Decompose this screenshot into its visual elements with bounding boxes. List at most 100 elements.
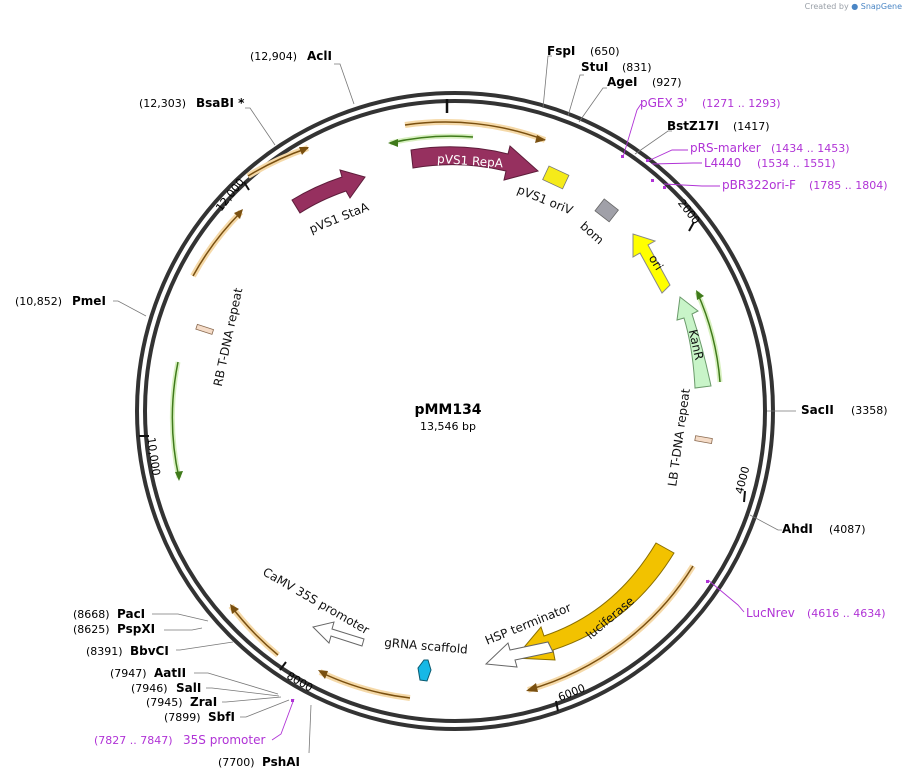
tick-12000-label: 12,000 — [213, 176, 247, 214]
leader-bstz17i — [634, 130, 672, 155]
luciferase-arrow — [513, 542, 675, 661]
pvs1-repa-arrow — [410, 145, 540, 181]
pvs1-oriv-label: pVS1 oriV — [515, 183, 575, 218]
enzyme-name-ahdi: AhdI — [782, 522, 813, 536]
enzyme-name-pshai: PshAI — [262, 755, 300, 769]
leader-lucnrev — [707, 579, 745, 613]
leader-pgex3 — [622, 103, 642, 158]
enzyme-name-sali: SalI — [176, 681, 201, 695]
enzyme-pos-pspxi: (8625) — [73, 623, 110, 636]
leader-pshai — [308, 704, 312, 754]
primer-range-l4440: (1534 .. 1551) — [757, 157, 836, 170]
tick-4000 — [743, 490, 746, 503]
watermark-created-by: Created by — [804, 2, 849, 11]
hsp-terminator-arrow — [484, 641, 554, 668]
enzyme-pos-fspi: (650) — [590, 45, 620, 58]
enzyme-pos-zrai: (7945) — [146, 696, 183, 709]
pvs1-staa-arrow — [291, 169, 366, 214]
enzyme-pos-bbvci: (8391) — [86, 645, 123, 658]
primer-name-prs-marker: pRS-marker — [690, 141, 761, 155]
enzyme-name-acli: AclI — [307, 49, 332, 63]
lb-tdna-label: LB T-DNA repeat — [665, 387, 693, 487]
enzyme-name-pspxi: PspXI — [117, 622, 155, 636]
enzyme-name-sbfi: SbfI — [208, 710, 235, 724]
enzyme-pos-sbfi: (7899) — [164, 711, 201, 724]
orf-arrowhead — [535, 135, 546, 143]
tick-12000 — [243, 181, 250, 191]
primer-name-35s: 35S promoter — [183, 733, 265, 747]
enzyme-pos-paci: (8668) — [73, 608, 110, 621]
backbone-inner — [143, 99, 767, 723]
ori-arrow — [632, 233, 671, 294]
pvs1-repa-label: pVS1 RepA — [437, 152, 505, 171]
plasmid-name: pMM134 — [414, 402, 481, 418]
leader-acli — [334, 63, 355, 105]
primer-range-pbr322ori: (1785 .. 1804) — [809, 179, 888, 192]
leader-ahdi — [749, 514, 782, 531]
tick-4000-label: 4000 — [733, 465, 752, 495]
leader-bsabi — [245, 107, 276, 146]
enzyme-pos-sali: (7946) — [131, 682, 168, 695]
rb-tdna-box — [195, 323, 215, 335]
leader-zrai — [222, 696, 282, 703]
orf-arrowhead — [388, 139, 398, 147]
leader-fspi — [542, 55, 552, 109]
primer-mark-pbr322ori — [663, 186, 666, 189]
primer-name-lucnrev: LucNrev — [746, 606, 795, 620]
orf-arrowhead — [230, 604, 239, 614]
primer-range-35s: (7827 .. 7847) — [94, 734, 173, 747]
grna-scaffold-arrow — [417, 659, 432, 682]
enzyme-pos-ahdi: (4087) — [829, 523, 866, 536]
pvs1-staa-label: pVS1 StaA — [307, 199, 371, 236]
enzyme-pos-stui: (831) — [622, 61, 652, 74]
tick-10000-label: 10,000 — [144, 437, 162, 477]
enzyme-pos-bstz17i: (1417) — [733, 120, 770, 133]
orf-arc — [171, 361, 180, 479]
leader-paci — [152, 613, 209, 622]
enzyme-name-bstz17i: BstZ17I — [667, 119, 719, 133]
enzyme-pos-acli: (12,904) — [250, 50, 297, 63]
orf-arc — [527, 565, 694, 691]
lb-tdna-box — [694, 435, 713, 444]
bom-box — [594, 198, 619, 223]
leader-sali — [206, 687, 280, 697]
leader-pbr322ori — [663, 183, 720, 187]
enzyme-name-fspi: FspI — [547, 44, 575, 58]
enzyme-name-bbvci: BbvCI — [130, 644, 169, 658]
enzyme-pos-pmei: (10,852) — [15, 295, 62, 308]
snapgene-logo: ● — [851, 2, 859, 11]
orf-arrowhead — [318, 670, 328, 679]
primer-mark-l4440 — [651, 179, 654, 182]
tick-8000 — [279, 661, 287, 671]
plasmid-length: 13,546 bp — [420, 420, 476, 433]
orf-arrowhead — [175, 471, 183, 481]
leader-agei — [578, 87, 607, 123]
primer-range-prs-marker: (1434 .. 1453) — [771, 142, 850, 155]
tick-6000 — [555, 700, 559, 712]
primer-mark-pgex3 — [621, 155, 624, 158]
kanr-label: KanR — [686, 328, 707, 361]
enzyme-name-pmei: PmeI — [72, 294, 106, 308]
enzyme-name-aatii: AatII — [154, 666, 186, 680]
orf-arrowhead — [299, 147, 309, 155]
enzyme-pos-sacii: (3358) — [851, 404, 888, 417]
enzyme-name-zrai: ZraI — [190, 695, 217, 709]
primer-mark-lucnrev — [706, 580, 709, 583]
primer-name-pgex3: pGEX 3' — [640, 96, 687, 110]
orf-arrowhead — [696, 290, 704, 300]
enzyme-leaders — [113, 55, 796, 754]
orf-arc — [527, 564, 696, 693]
leader-pmei — [113, 300, 147, 317]
leader-l4440 — [651, 162, 702, 165]
orf-arcs — [190, 119, 696, 701]
orf-arc — [404, 121, 546, 141]
enzyme-name-stui: StuI — [581, 60, 608, 74]
enzyme-pos-bsabi: (12,303) — [139, 97, 186, 110]
kanr-arrow — [676, 296, 712, 389]
leader-sbfi — [240, 699, 290, 718]
primer-leaders — [271, 103, 745, 741]
leader-prs-marker — [647, 149, 688, 162]
bom-label: bom — [577, 219, 606, 247]
enzyme-name-paci: PacI — [117, 607, 145, 621]
